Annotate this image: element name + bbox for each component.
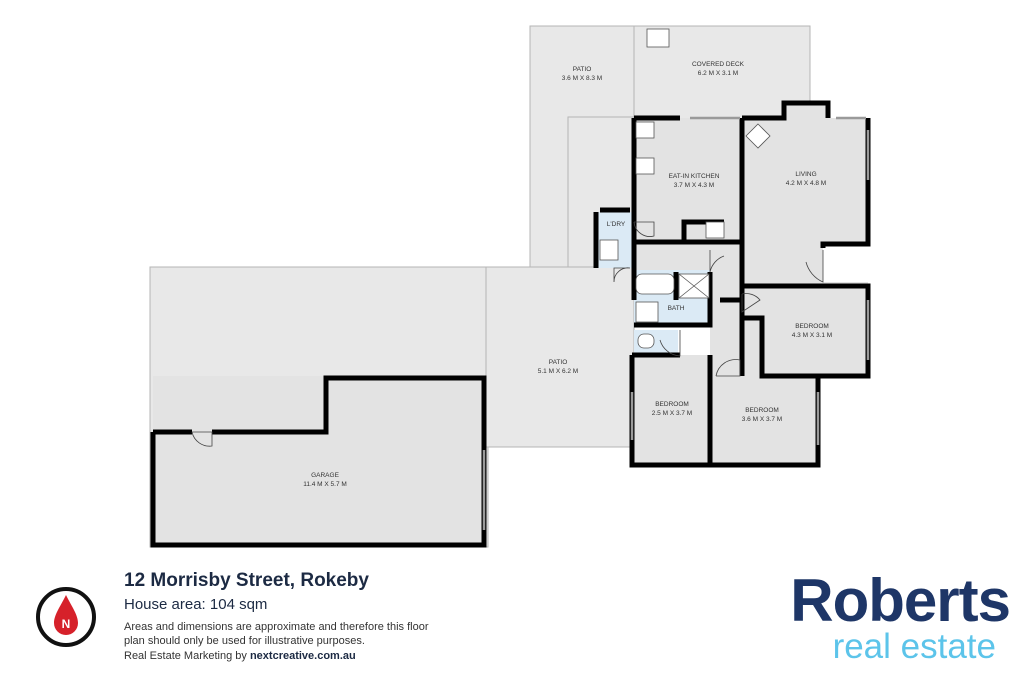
room-name-bedroom-1: BEDROOM [795,323,829,330]
room-name-garage: GARAGE [311,472,339,479]
compass-north-icon: N [36,587,96,647]
disclaimer: Areas and dimensions are approximate and… [124,621,429,647]
compass-letter: N [62,617,71,631]
house-area: House area: 104 sqm [124,596,268,613]
room-name-patio-top: PATIO [573,66,592,73]
patio-mid-area [485,266,635,448]
fixtures [599,28,771,349]
room-dims-bedroom-1: 4.3 M X 3.1 M [792,332,832,339]
stove-icon [635,121,655,139]
room-dims-bedroom-2: 2.5 M X 3.7 M [652,410,692,417]
fridge-icon [705,221,725,239]
room-name-bedroom-2: BEDROOM [655,401,689,408]
marketing-prefix: Real Estate Marketing by [124,650,250,662]
roberts-logo: Roberts real estate [750,567,1011,666]
logo-main-text: Roberts [790,567,1011,634]
room-dims-covered-deck: 6.2 M X 3.1 M [698,70,738,77]
room-labels: PATIO 3.6 M X 8.3 M COVERED DECK 6.2 M X… [303,61,832,488]
room-name-living: LIVING [795,171,816,178]
room-name-patio-mid: PATIO [549,359,568,366]
room-dims-garage: 11.4 M X 5.7 M [303,481,347,488]
marketing-brand-link[interactable]: nextcreative.com.au [249,650,356,662]
floor-plan: PATIO 3.6 M X 8.3 M COVERED DECK 6.2 M X… [149,25,871,548]
room-name-kitchen: EAT-IN KITCHEN [669,173,720,180]
room-dims-patio-top: 3.6 M X 8.3 M [562,75,602,82]
windows [482,116,870,530]
bathtub-icon [635,273,675,295]
room-dims-living: 4.2 M X 4.8 M [786,180,826,187]
property-info: 12 Morrisby Street, Rokeby House area: 1… [124,570,444,648]
room-dims-kitchen: 3.7 M X 4.3 M [674,182,714,189]
doors [191,221,824,447]
sink-icon [635,157,655,175]
room-name-covered-deck: COVERED DECK [692,61,745,68]
room-name-laundry: L'DRY [607,221,626,228]
room-name-bedroom-3: BEDROOM [745,407,779,414]
bbq-icon [646,28,670,48]
room-name-bath: BATH [668,305,685,312]
marketing-credit: Real Estate Marketing by nextcreative.co… [124,650,356,662]
room-dims-patio-mid: 5.1 M X 6.2 M [538,368,578,375]
fireplace-icon [745,123,771,149]
washer-icon [599,239,619,261]
room-dims-bedroom-3: 3.6 M X 3.7 M [742,416,782,423]
toilet-icon [637,333,655,349]
vanity-icon [635,301,659,323]
property-address: 12 Morrisby Street, Rokeby [124,570,369,591]
logo-sub-text: real estate [832,627,996,666]
